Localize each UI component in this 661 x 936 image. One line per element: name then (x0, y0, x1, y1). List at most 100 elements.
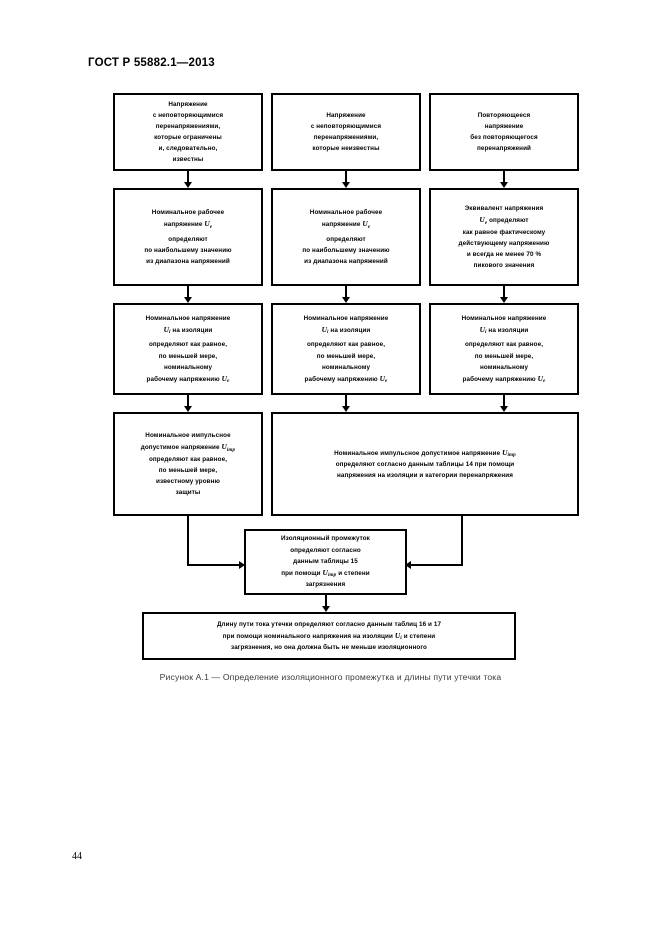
symbol-uimp: Uimp (322, 567, 337, 579)
box-line-text: рабочему напряжению (146, 375, 220, 383)
box-line: Ui на изоляции (278, 324, 414, 337)
symbol-base: U (537, 373, 544, 383)
box-line: Ue определяют (436, 214, 572, 227)
box-line-text: и степени (338, 569, 370, 577)
box-line: Длину пути тока утечки определяют соглас… (216, 620, 442, 628)
symbol-base: U (163, 324, 170, 334)
connector-line (461, 516, 463, 566)
box-line: Номинальное напряжение (461, 314, 547, 322)
box-line-text: определяют (489, 217, 529, 224)
symbol-base: U (204, 219, 210, 228)
symbol-subscript: e (367, 223, 371, 230)
symbol-base: U (479, 215, 485, 224)
box-line: по наибольшему значению (302, 246, 390, 254)
box-line: Номинальное импульсное (145, 431, 231, 439)
box-line: определяют согласно данным таблицы 14 пр… (335, 461, 515, 469)
flow-box-clearance-determination: Изоляционный промежуток определяют согла… (244, 529, 407, 595)
box-line-text: на изоляции (488, 326, 529, 334)
box-line: рабочему напряжению Ue (120, 373, 256, 386)
box-line-text: напряжение (321, 221, 361, 228)
box-line: определяют как равное, (306, 341, 386, 349)
box-line: при помощи номинального напряжения на из… (149, 630, 509, 643)
box-line: загрязнения (305, 581, 346, 589)
symbol-base: U (502, 447, 508, 457)
box-line: определяют (168, 235, 208, 243)
box-line: из диапазона напряжений (146, 257, 230, 265)
arrow-down-icon (322, 606, 330, 612)
box-line: Ui на изоляции (436, 324, 572, 337)
symbol-subscript: i (485, 329, 487, 336)
box-line: Напряжение (168, 100, 208, 108)
box-line-text: Номинальное импульсное допустимое напряж… (334, 449, 501, 457)
connector-line (187, 564, 240, 566)
symbol-ui: Ui (479, 324, 487, 336)
symbol-base: U (322, 567, 328, 577)
box-line: действующему напряжению (458, 239, 550, 247)
box-line: которые неизвестны (312, 145, 380, 153)
box-line: по меньшей мере, (474, 352, 534, 360)
box-line-text: при помощи (281, 569, 321, 577)
arrow-right-icon (239, 561, 245, 569)
flow-box-voltage-non-repetitive-known: Напряжение с неповторяющимися перенапряж… (113, 93, 263, 171)
arrow-down-icon (500, 406, 508, 412)
box-line-text: и степени (403, 632, 436, 640)
arrow-down-icon (500, 182, 508, 188)
box-line: по меньшей мере, (316, 352, 376, 360)
symbol-base: U (321, 324, 328, 334)
box-line: известному уровню (155, 477, 221, 485)
symbol-subscript: e (209, 223, 213, 230)
flow-box-rated-insulation-voltage-left: Номинальное напряжение Ui на изоляции оп… (113, 303, 263, 395)
box-line: напряжение Ue (120, 218, 256, 231)
box-line: перенапряжениями, (155, 122, 221, 130)
box-line: определяют как равное, (148, 455, 228, 463)
box-line: без повторяющегося (470, 134, 538, 141)
box-line-text: напряжение (163, 221, 203, 228)
box-line: загрязнения, но она должна быть не меньш… (231, 644, 427, 652)
symbol-subscript: imp (507, 452, 516, 459)
box-line: номинальному (321, 363, 371, 371)
box-line: определяют как равное, (148, 341, 228, 349)
document-header: ГОСТ Р 55882.1—2013 (88, 57, 215, 69)
flow-box-equivalent-voltage: Эквивалент напряжения Ue определяют как … (429, 188, 579, 286)
box-line: перенапряжениями, (313, 134, 379, 141)
symbol-base: U (479, 324, 486, 334)
symbol-subscript: e (385, 378, 388, 385)
arrow-down-icon (184, 182, 192, 188)
box-line: напряжение Ue (278, 218, 414, 231)
box-line: известны (172, 156, 204, 164)
connector-line (503, 171, 505, 183)
box-line: допустимое напряжение Uimp (120, 441, 256, 454)
symbol-subscript: i (400, 635, 402, 642)
symbol-ue: Ue (362, 219, 371, 230)
box-line-text: допустимое напряжение (140, 444, 220, 451)
box-line: рабочему напряжению Ue (436, 373, 572, 386)
connector-line (187, 171, 189, 183)
symbol-ue: Ue (379, 373, 388, 385)
connector-line (187, 516, 189, 566)
symbol-subscript: e (484, 219, 488, 226)
symbol-uimp: Uimp (221, 442, 235, 453)
figure-a1: Напряжение с неповторяющимися перенапряж… (113, 93, 579, 682)
symbol-base: U (362, 219, 368, 228)
flow-box-voltage-repetitive: Повторяющееся напряжение без повторяющег… (429, 93, 579, 171)
arrow-down-icon (184, 297, 192, 303)
arrow-left-icon (405, 561, 411, 569)
symbol-ue: Ue (479, 215, 488, 226)
symbol-base: U (379, 373, 386, 383)
arrow-down-icon (342, 406, 350, 412)
box-line-text: при помощи номинального напряжения на из… (222, 632, 393, 640)
arrow-down-icon (184, 406, 192, 412)
box-line: Номинальное импульсное допустимое напряж… (278, 447, 572, 460)
connector-line (187, 286, 189, 298)
flow-box-rated-operational-voltage-left: Номинальное рабочее напряжение Ue опреде… (113, 188, 263, 286)
symbol-ue: Ue (222, 374, 230, 385)
box-line: Изоляционный промежуток (281, 535, 370, 543)
symbol-ui: Ui (395, 631, 402, 642)
box-line: определяют (326, 235, 366, 243)
connector-line (503, 395, 505, 407)
box-line: из диапазона напряжений (304, 257, 388, 265)
box-line: которые ограничены (154, 134, 222, 141)
box-line: номинальному (163, 363, 213, 371)
symbol-subscript: i (327, 329, 329, 336)
